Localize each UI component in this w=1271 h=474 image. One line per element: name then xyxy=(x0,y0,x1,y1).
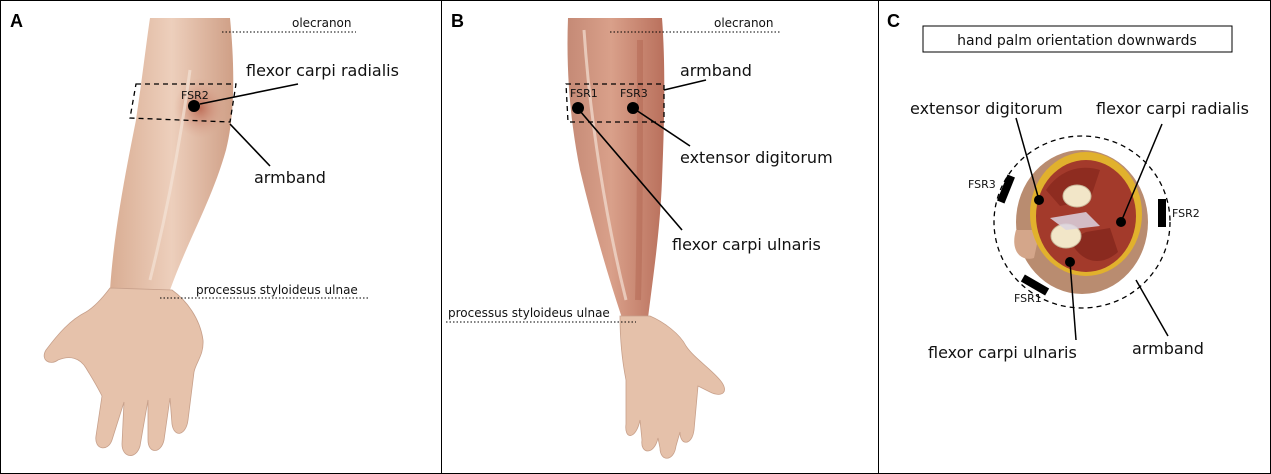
olecranon-label-b: olecranon xyxy=(714,16,774,30)
panel-letter-c: C xyxy=(887,11,900,31)
armband-label-a: armband xyxy=(254,168,326,187)
cross-section-illustration xyxy=(1014,150,1148,294)
panel-letter-b: B xyxy=(451,11,464,31)
hand-b xyxy=(620,316,725,458)
panel-c: C hand palm orientation downwards FSR3 F… xyxy=(887,11,1249,362)
forearm-b xyxy=(568,18,665,318)
orientation-label: hand palm orientation downwards xyxy=(957,33,1197,49)
styloid-label-a: processus styloideus ulnae xyxy=(196,283,358,297)
sensor-pad-fsr2-c xyxy=(1158,199,1166,227)
olecranon-label-a: olecranon xyxy=(292,16,352,30)
flexor-radialis-label-a: flexor carpi radialis xyxy=(246,61,399,80)
sensor-pad-fsr3-c xyxy=(997,175,1015,204)
armband-label-b: armband xyxy=(680,61,752,80)
flexor-ulnaris-label-c: flexor carpi ulnaris xyxy=(928,343,1077,362)
panel-b: B FSR1 FSR3 olecranon armband extensor d… xyxy=(446,11,833,458)
sensor-label-fsr1-c: FSR1 xyxy=(1014,292,1042,305)
flexor-ulnaris-label-b: flexor carpi ulnaris xyxy=(672,235,821,254)
panel-a: A FSR2 olecranon flexor carpi radialis a… xyxy=(10,11,399,456)
sensor-label-fsr3-b: FSR3 xyxy=(620,87,648,100)
panel-letter-a: A xyxy=(10,11,23,31)
sensor-label-fsr1-b: FSR1 xyxy=(570,87,598,100)
sensor-label-fsr3-c: FSR3 xyxy=(968,178,996,191)
flexor-radialis-label-c: flexor carpi radialis xyxy=(1096,99,1249,118)
hand-a xyxy=(44,288,203,456)
sensor-fsr1-b xyxy=(572,102,584,114)
extensor-label-b: extensor digitorum xyxy=(680,148,833,167)
sensor-fsr3-b xyxy=(627,102,639,114)
extensor-label-c: extensor digitorum xyxy=(910,99,1063,118)
armband-label-c: armband xyxy=(1132,339,1204,358)
sensor-label-fsr2-c: FSR2 xyxy=(1172,207,1200,220)
styloid-label-b: processus styloideus ulnae xyxy=(448,306,610,320)
forearm-a xyxy=(110,18,233,290)
sensor-label-fsr2-a: FSR2 xyxy=(181,89,209,102)
